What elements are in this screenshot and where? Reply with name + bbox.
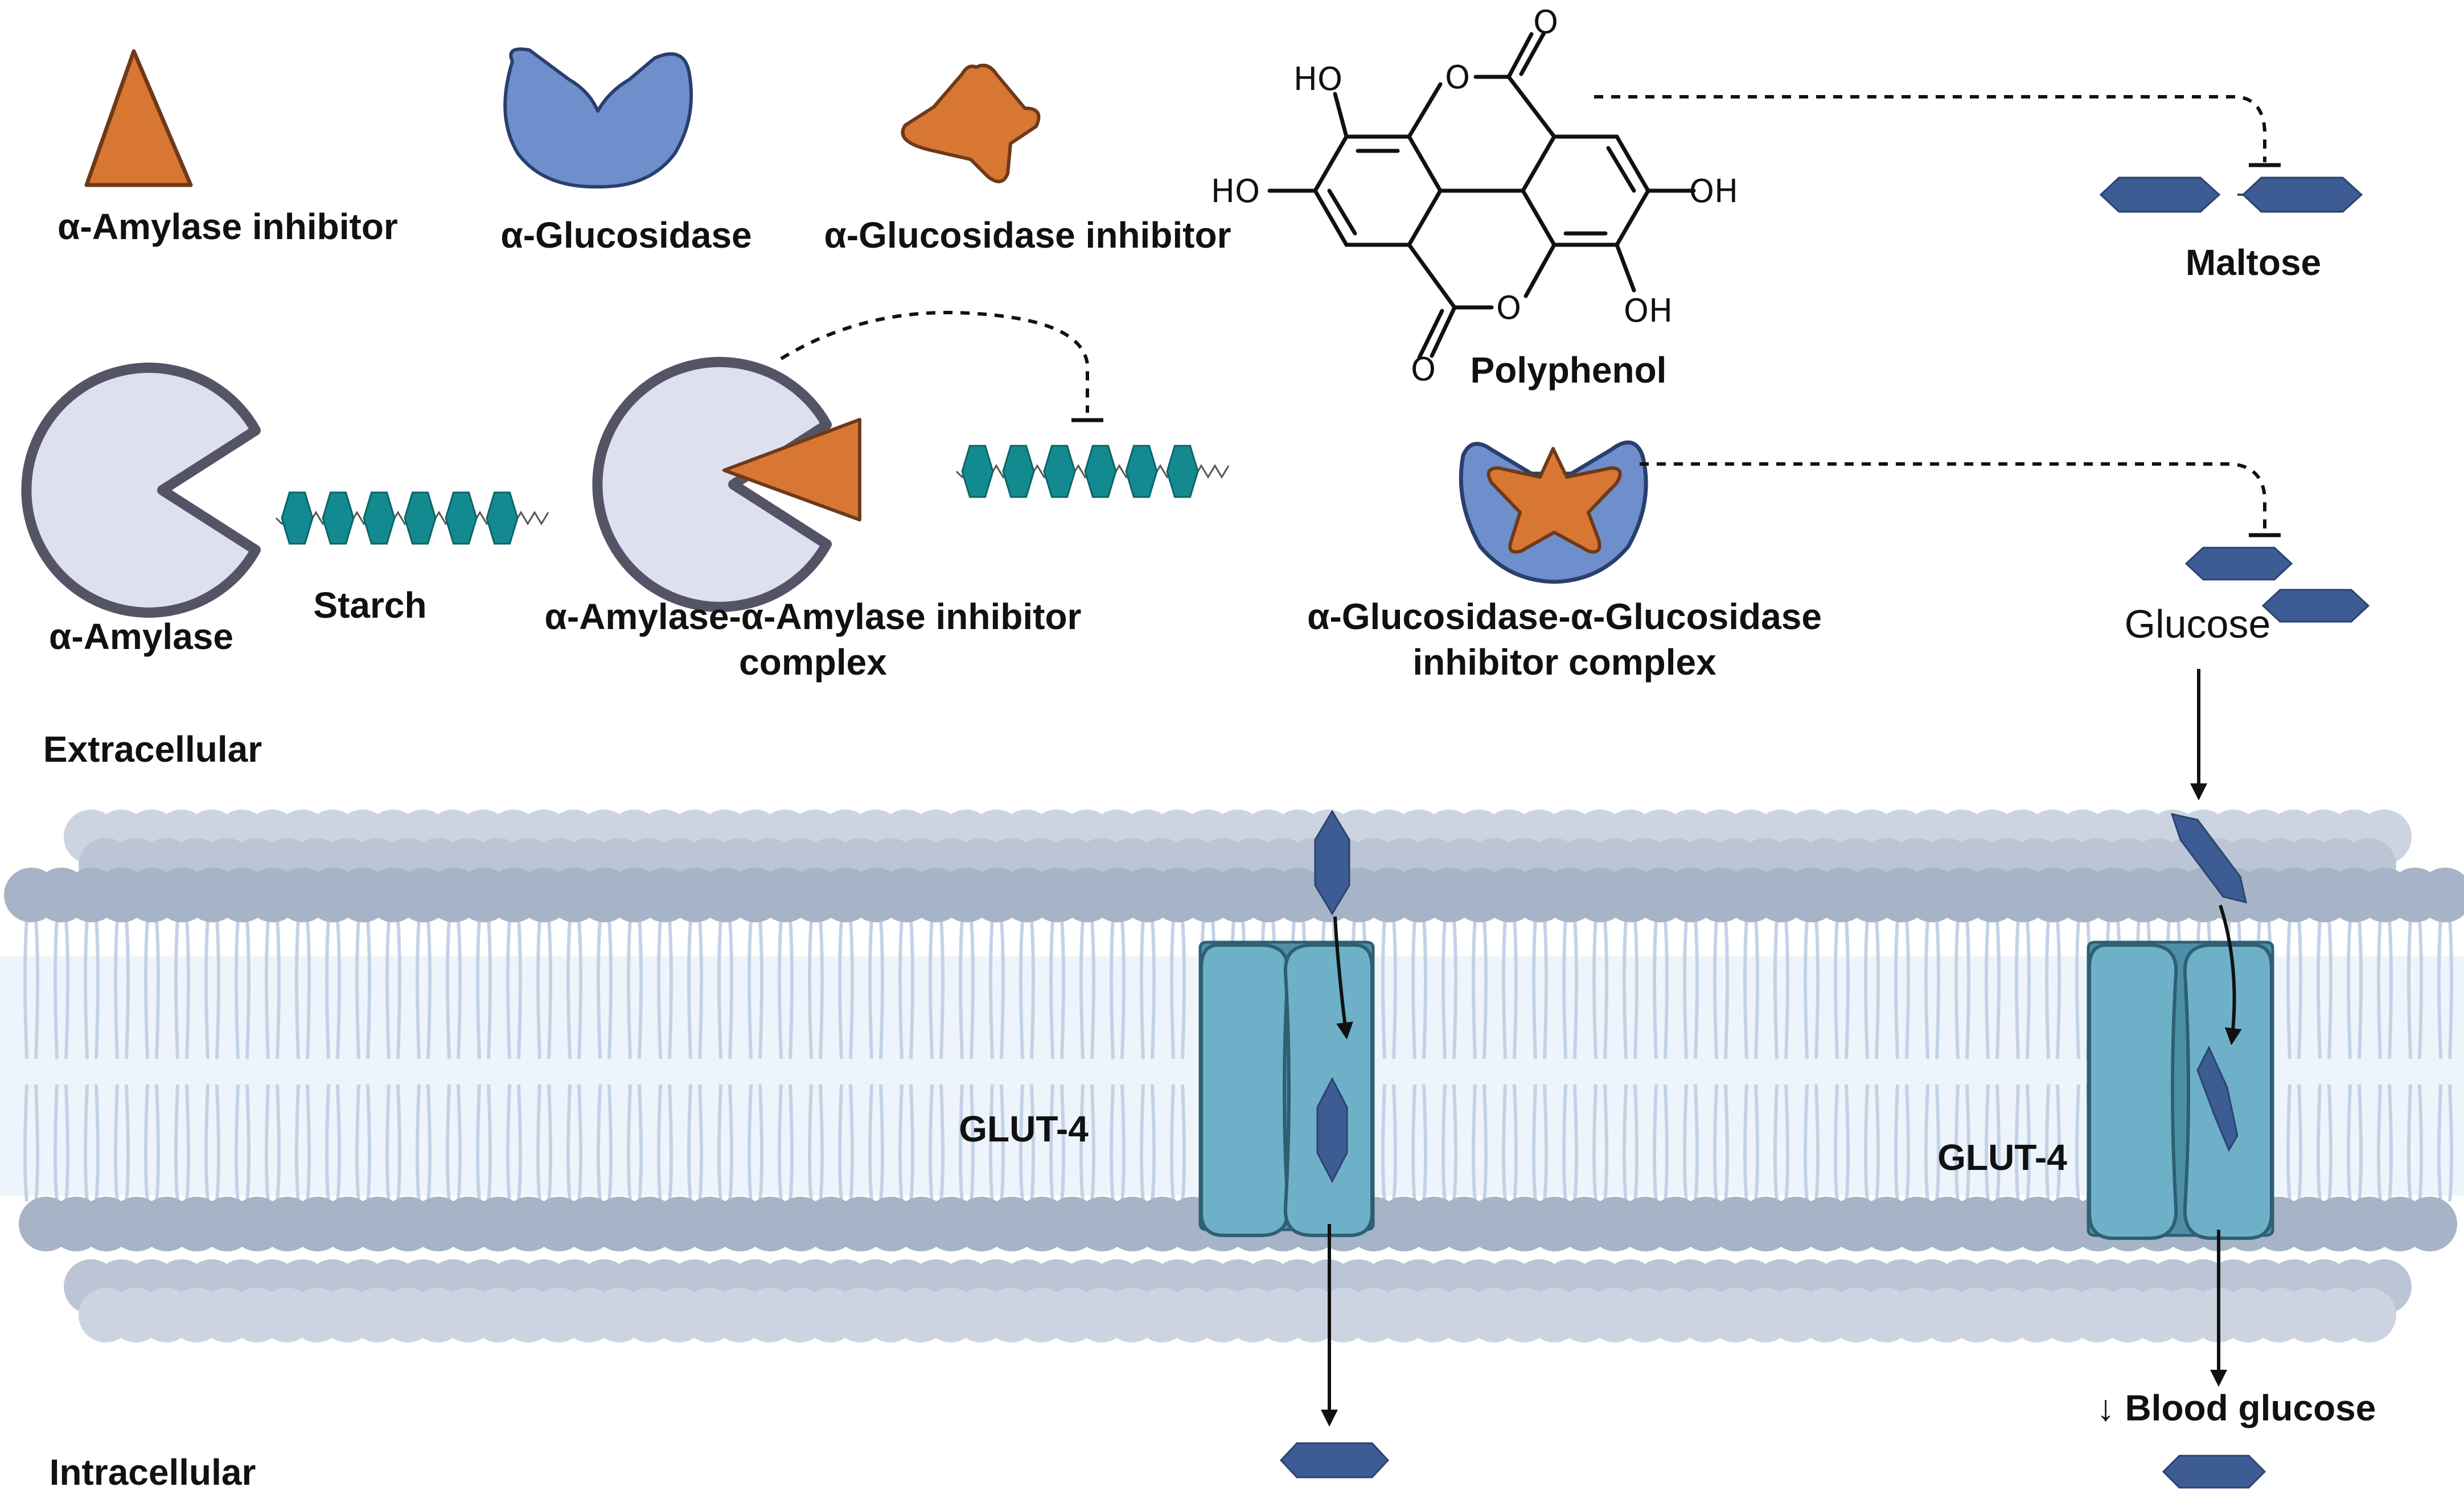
glucose-unit-lower	[2261, 589, 2370, 623]
inhibition-line-starch	[780, 311, 1089, 413]
label-glucose: Glucose	[2125, 602, 2271, 646]
starch-glucose-unit	[1043, 445, 1076, 498]
label-glucosidase-complex-line2: inhibitor complex	[1412, 642, 1716, 683]
label-amylase: α-Amylase	[49, 616, 233, 657]
chem-oh-bottom: OH	[1624, 293, 1673, 330]
glucose-influx-arrow-left	[1333, 916, 1353, 1040]
label-amylase-complex-line2: complex	[739, 642, 887, 683]
glucosidase-inhibitor-star-icon	[901, 64, 1041, 183]
label-glucosidase-complex-line1: α-Glucosidase-α-Glucosidase	[1307, 596, 1822, 637]
starch-glucose-unit	[486, 491, 519, 545]
label-maltose: Maltose	[2186, 242, 2321, 283]
starch-glucose-unit	[1166, 445, 1199, 498]
amylase-complex-enzyme-icon	[592, 357, 832, 612]
label-glucosidase: α-Glucosidase	[500, 215, 751, 256]
inhibition-line-glucose	[1640, 462, 2266, 529]
bound-glucosidase-inhibitor-icon	[1486, 447, 1622, 554]
label-amylase-inhibitor: α-Amylase inhibitor	[58, 206, 398, 247]
starch-glucose-unit	[322, 491, 355, 545]
amylase-inhibitor-triangle-icon	[84, 49, 193, 187]
starch-glucose-unit	[1002, 445, 1035, 498]
glucose-inside-transporter-right	[2196, 1045, 2239, 1152]
amylase-enzyme-icon	[21, 363, 261, 618]
glucosidase-enzyme-icon	[503, 47, 693, 189]
label-glucosidase-inhibitor: α-Glucosidase inhibitor	[824, 215, 1231, 256]
starch-glucose-unit	[363, 491, 396, 545]
glucose-entering-left	[1314, 810, 1350, 915]
label-glut4-left: GLUT-4	[959, 1108, 1089, 1149]
label-blood-glucose: ↓ Blood glucose	[2097, 1387, 2376, 1428]
membrane-lipid-heads-back	[64, 810, 2412, 1342]
starch-glucose-unit	[445, 491, 478, 545]
bound-amylase-inhibitor-icon	[722, 418, 861, 521]
label-polyphenol: Polyphenol	[1471, 350, 1667, 391]
glucose-unit-upper	[2184, 547, 2293, 581]
label-extracellular: Extracellular	[43, 729, 262, 770]
inhibition-line-maltose	[1594, 95, 2266, 162]
glucose-influx-arrow-right	[2219, 905, 2242, 1045]
chem-o-carbonyl-bottom: O	[1411, 351, 1436, 388]
starch-chain	[275, 491, 549, 545]
chem-ho-top: HO	[1293, 61, 1342, 98]
chem-oh-right: OH	[1689, 173, 1738, 210]
glucose-entering-right	[2170, 812, 2247, 904]
label-amylase-complex-line1: α-Amylase-α-Amylase inhibitor	[545, 596, 1082, 637]
chem-o-ring-bottom: O	[1496, 290, 1521, 327]
glucose-intracellular-left	[1279, 1442, 1390, 1478]
glucose-inside-transporter-left	[1316, 1077, 1348, 1184]
starch-glucose-unit	[404, 491, 437, 545]
membrane-lipid-heads-front	[4, 868, 2464, 1251]
label-glut4-right: GLUT-4	[1937, 1137, 2067, 1178]
glut4-transporter-right	[2087, 812, 2274, 1489]
starch-glucose-unit	[1125, 445, 1158, 498]
maltose-molecule	[2099, 176, 2363, 213]
starch-glucose-unit	[281, 491, 314, 545]
starch-chain-protected	[955, 445, 1230, 498]
polyphenol-structure	[1267, 31, 1696, 360]
label-intracellular: Intracellular	[50, 1452, 256, 1493]
glucose-intracellular-right	[2162, 1455, 2266, 1489]
glut4-transporter-left	[1198, 810, 1390, 1478]
chem-ho-left: HO	[1211, 173, 1260, 210]
starch-glucose-unit	[1084, 445, 1117, 498]
starch-glucose-unit	[961, 445, 994, 498]
label-starch: Starch	[313, 585, 426, 626]
chem-o-carbonyl-top: O	[1533, 4, 1558, 41]
chem-o-ring-top: O	[1445, 59, 1470, 96]
